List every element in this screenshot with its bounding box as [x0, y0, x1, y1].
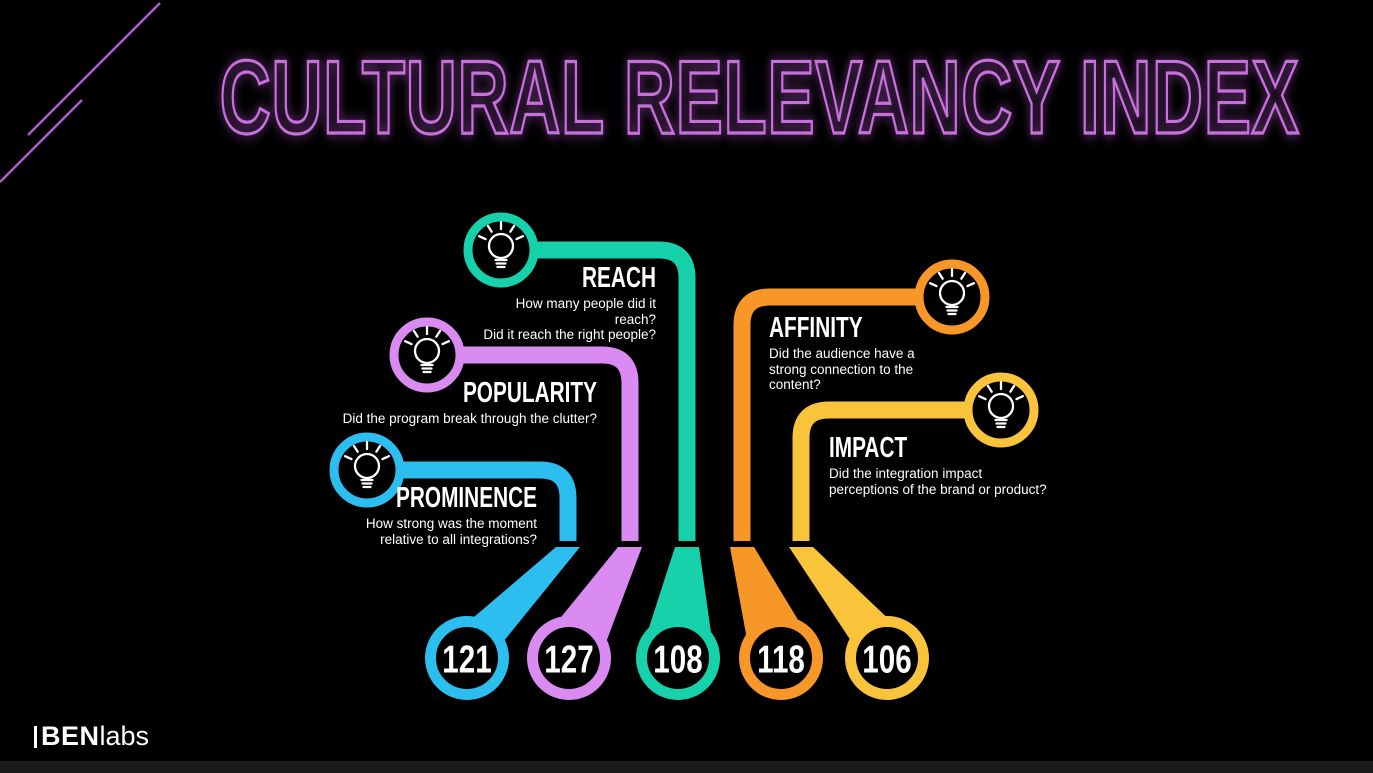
impact-score-ring	[845, 616, 929, 700]
corner-accent-line	[0, 99, 83, 183]
reach-text-block: REACH How many people did it reach? Did …	[406, 260, 656, 343]
logo-ben-text: BEN	[41, 721, 100, 751]
popularity-score: 127	[544, 637, 594, 681]
reach-graphic	[463, 212, 720, 700]
impact-desc-line: Did the integration impact	[829, 466, 983, 481]
prominence-score-ring	[425, 616, 509, 700]
reach-desc-line: How many people did it	[515, 296, 656, 311]
page-title: CULTURAL RELEVANCY INDEX	[219, 40, 1300, 156]
affinity-score: 118	[757, 637, 805, 681]
impact-connector-line	[792, 401, 1001, 541]
prominence-bulb-node	[329, 432, 405, 508]
prominence-desc-line: How strong was the moment	[365, 516, 537, 531]
popularity-score-ring	[527, 616, 611, 700]
impact-score: 106	[862, 637, 912, 681]
affinity-graphic	[730, 259, 990, 700]
impact-graphic	[789, 372, 1039, 700]
prominence-title: PROMINENCE	[396, 480, 537, 514]
affinity-desc-line: content?	[769, 377, 821, 392]
impact-text-block: IMPACT Did the integration impact percep…	[829, 430, 1099, 497]
reach-funnel	[645, 547, 712, 640]
popularity-title: POPULARITY	[462, 375, 597, 409]
popularity-text-block: POPULARITY Did the program break through…	[297, 375, 597, 427]
affinity-title: AFFINITY	[769, 310, 863, 344]
prominence-text-block: PROMINENCE How strong was the moment rel…	[307, 480, 537, 547]
prominence-desc-line: relative to all integrations?	[380, 531, 537, 547]
reach-desc-line: Did it reach the right people?	[483, 327, 656, 342]
reach-bulb-node	[463, 212, 539, 288]
popularity-graphic	[389, 317, 642, 700]
logo-accent-bar	[34, 725, 37, 748]
affinity-score-ring	[739, 616, 823, 700]
impact-desc-line: perceptions of the brand or product?	[829, 481, 1047, 497]
reach-score: 108	[653, 637, 703, 681]
popularity-desc-line: Did the program break through the clutte…	[342, 411, 597, 426]
reach-score-ring	[636, 616, 720, 700]
affinity-text-block: AFFINITY Did the audience have a strong …	[769, 310, 959, 393]
affinity-desc-line: Did the audience have a	[769, 346, 915, 361]
impact-bulb-node	[963, 372, 1039, 448]
prominence-score: 121	[442, 637, 492, 681]
affinity-connector-line	[733, 288, 952, 541]
prominence-connector-line	[367, 461, 577, 541]
reach-desc-line: reach?	[614, 311, 656, 327]
bottom-letterbox-strip	[0, 761, 1373, 773]
popularity-bulb-node	[389, 317, 465, 393]
affinity-bulb-node	[914, 259, 990, 335]
corner-accent-line	[27, 2, 161, 136]
prominence-graphic	[329, 432, 580, 700]
popularity-connector-line	[427, 346, 639, 541]
logo-labs-text: labs	[99, 721, 150, 751]
benlabs-logo: BEN labs	[34, 723, 149, 750]
affinity-desc-line: strong connection to the	[769, 361, 914, 377]
reach-connector-line	[501, 241, 696, 541]
impact-title: IMPACT	[829, 430, 908, 464]
reach-title: REACH	[582, 260, 656, 294]
